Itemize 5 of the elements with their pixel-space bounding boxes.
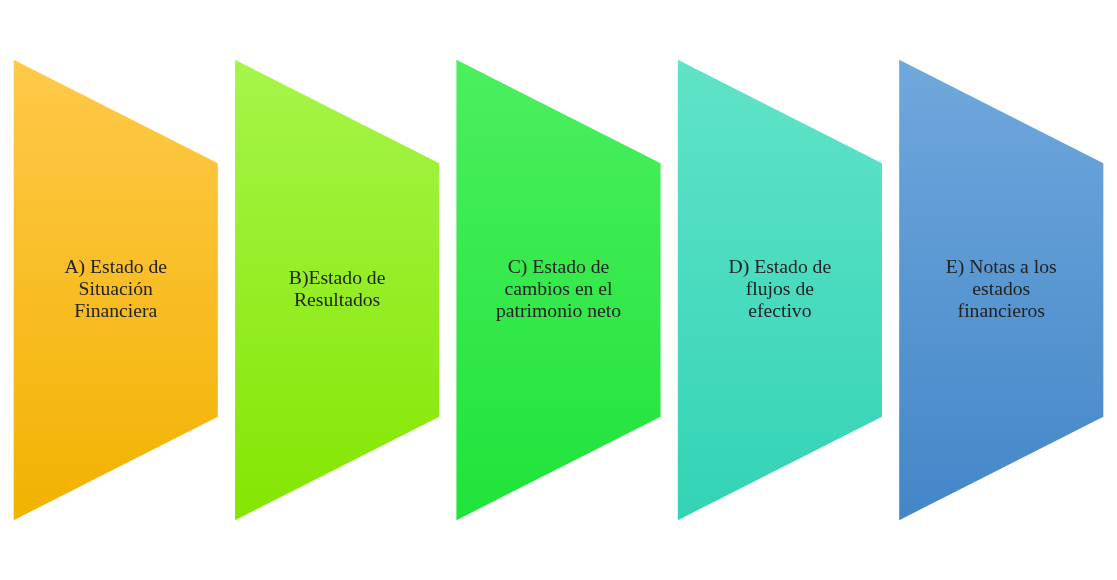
node-box: D) Estado de flujos de efectivo (677, 59, 882, 521)
node-box: C) Estado de cambios en el patrimonio neto (456, 59, 661, 521)
node-box: A) Estado de Situación Financiera (13, 59, 218, 521)
node-box: E) Notas a los estados financieros (899, 59, 1104, 521)
node-box: B)Estado de Resultados (235, 59, 440, 521)
